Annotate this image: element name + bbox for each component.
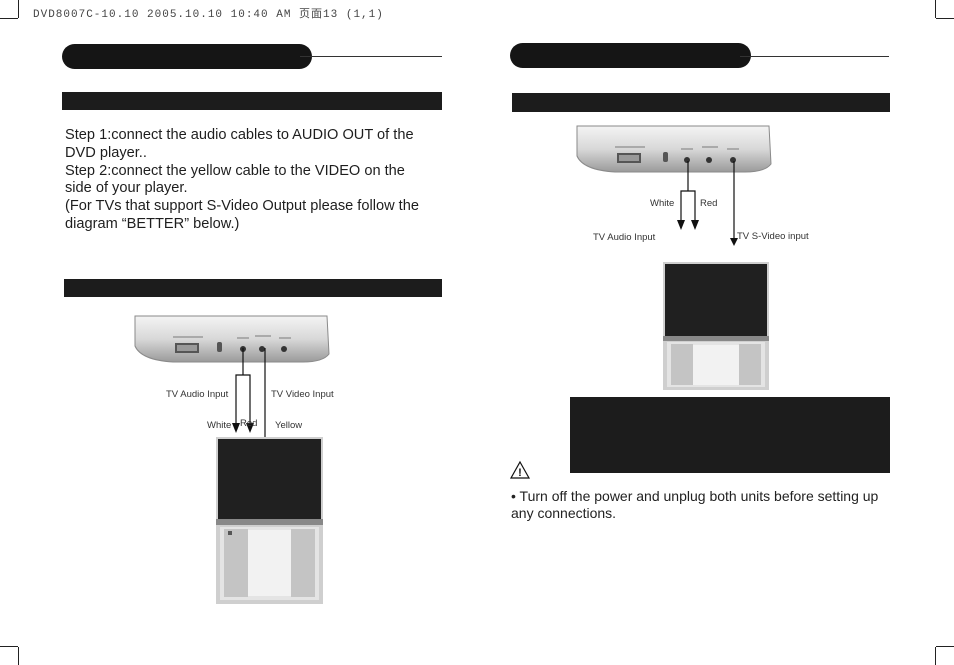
yellow-label: Yellow bbox=[275, 420, 303, 431]
warning-icon: ! bbox=[509, 460, 531, 479]
text-line: Step 2:connect the yellow cable to the V… bbox=[65, 162, 405, 179]
warning-symbol: ! bbox=[518, 467, 522, 479]
section-title-pill bbox=[510, 43, 751, 68]
crop-mark bbox=[935, 0, 936, 18]
white-label: White bbox=[650, 198, 675, 209]
instructions-text: Step 1:connect the audio cables to AUDIO… bbox=[65, 127, 440, 234]
tv-svideo-input-label: TV S-Video input bbox=[737, 231, 809, 242]
crop-mark bbox=[0, 18, 18, 19]
title-rule bbox=[300, 56, 442, 57]
crop-mark bbox=[935, 647, 936, 665]
safety-note: • Turn off the power and unplug both uni… bbox=[511, 488, 896, 522]
crop-mark bbox=[18, 647, 19, 665]
note-line: • Turn off the power and unplug both uni… bbox=[511, 488, 879, 504]
note-line: any connections. bbox=[511, 505, 617, 521]
section-title-pill bbox=[62, 44, 312, 69]
text-line: (For TVs that support S-Video Output ple… bbox=[65, 198, 419, 215]
red-label: Red bbox=[240, 418, 258, 429]
subheading-bar bbox=[64, 279, 442, 297]
text-line: Step 1:connect the audio cables to AUDIO… bbox=[65, 127, 414, 143]
text-line: diagram “BETTER” below.) bbox=[65, 215, 240, 232]
dvd-player-panel-illustration bbox=[576, 125, 772, 173]
subheading-bar bbox=[512, 93, 890, 112]
title-rule bbox=[740, 56, 889, 57]
cable-arrows bbox=[677, 161, 738, 246]
text-line: DVD player.. bbox=[65, 144, 147, 161]
crop-mark bbox=[18, 0, 19, 18]
info-box bbox=[570, 397, 890, 473]
tv-audio-input-label: TV Audio Input bbox=[593, 232, 656, 243]
white-label: White bbox=[207, 420, 232, 431]
tv-audio-input-label: TV Audio Input bbox=[166, 389, 229, 400]
tv-video-input-label: TV Video Input bbox=[271, 389, 334, 400]
tv-illustration bbox=[216, 437, 323, 604]
subheading-bar bbox=[62, 92, 442, 110]
red-label: Red bbox=[700, 198, 718, 209]
crop-mark bbox=[936, 18, 954, 19]
print-header: DVD8007C-10.10 2005.10.10 10:40 AM 页面13 … bbox=[33, 9, 384, 21]
text-line: side of your player. bbox=[65, 180, 188, 197]
crop-mark bbox=[936, 646, 954, 647]
crop-mark bbox=[0, 646, 18, 647]
tv-illustration bbox=[663, 262, 769, 390]
